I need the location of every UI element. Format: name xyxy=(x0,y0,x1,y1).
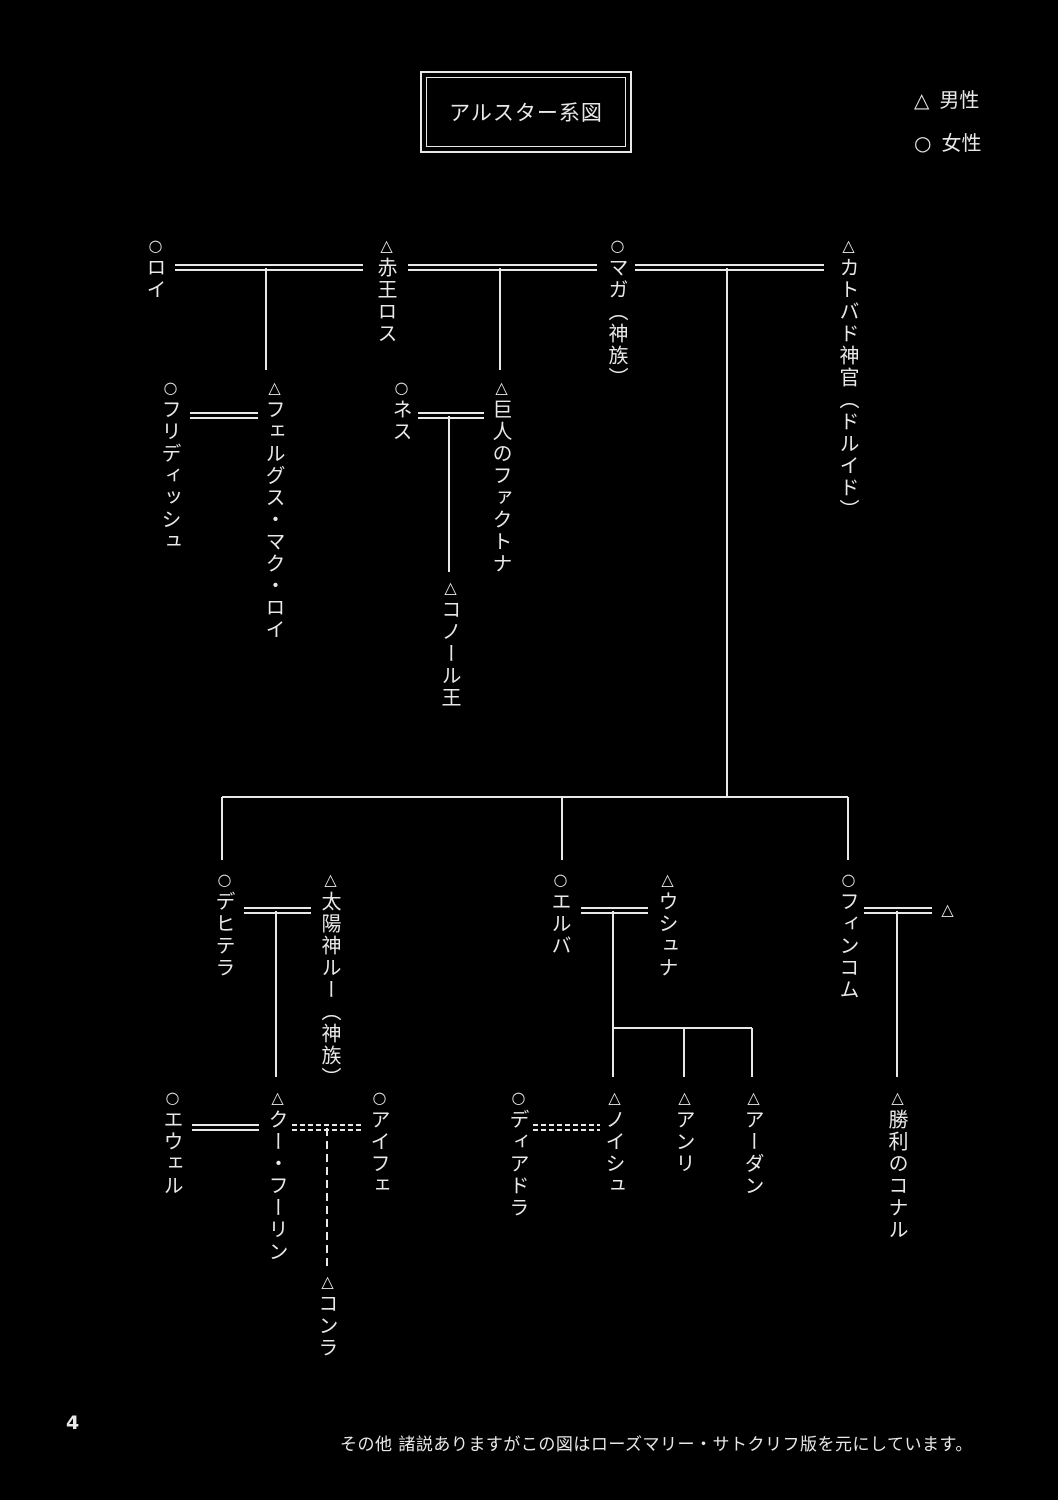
person-node: ○ロイ xyxy=(143,236,167,301)
person-name: ネス xyxy=(389,399,413,443)
gender-symbol-icon: △ xyxy=(675,1088,694,1109)
gender-symbol-icon: △ xyxy=(938,900,957,921)
gender-symbol-icon: △ xyxy=(441,578,460,599)
gender-symbol-icon: △ xyxy=(888,1088,907,1109)
legend-female-label: 女性 xyxy=(941,131,982,155)
person-node: ○フィンコム xyxy=(836,870,860,1001)
person-name: エウェル xyxy=(160,1109,184,1197)
person-name: アイフェ xyxy=(367,1109,391,1197)
person-node: △コンラ xyxy=(315,1272,339,1359)
person-name: エルバ xyxy=(548,891,572,957)
gender-symbol-icon: △ xyxy=(744,1088,763,1109)
person-name: 赤王ロス xyxy=(374,257,398,345)
person-node: ○フリディッシュ xyxy=(158,378,182,553)
triangle-icon: △ xyxy=(914,88,930,112)
person-node: △アーダン xyxy=(741,1088,765,1197)
person-name: フリディッシュ xyxy=(158,399,182,553)
person-name: カトバド神官（ドルイド） xyxy=(836,257,860,521)
person-node: ○アイフェ xyxy=(367,1088,391,1197)
person-node: ○デヒテラ xyxy=(212,870,236,979)
gender-symbol-icon: △ xyxy=(377,236,396,257)
gender-symbol-icon: ○ xyxy=(509,1088,528,1109)
gender-symbol-icon: ○ xyxy=(146,236,165,257)
gender-symbol-icon: ○ xyxy=(608,236,627,257)
person-node: △巨人のファクトナ xyxy=(489,378,513,575)
person-node: △フェルグス・マク・ロイ xyxy=(262,378,286,641)
person-name: ノイシュ xyxy=(602,1109,626,1197)
person-node: △コノール王 xyxy=(438,578,462,709)
person-name: マガ（神族） xyxy=(605,257,629,389)
gender-symbol-icon: △ xyxy=(839,236,858,257)
gender-symbol-icon: ○ xyxy=(215,870,234,891)
title-frame: アルスター系図 xyxy=(420,71,632,153)
legend-male: △ 男性 xyxy=(914,84,979,113)
gender-symbol-icon: ○ xyxy=(161,378,180,399)
person-node: △アンリ xyxy=(672,1088,696,1175)
gender-symbol-icon: △ xyxy=(265,378,284,399)
gender-symbol-icon: ○ xyxy=(392,378,411,399)
person-name: コノール王 xyxy=(438,599,462,709)
person-node: △カトバド神官（ドルイド） xyxy=(836,236,860,521)
person-name: ロイ xyxy=(143,257,167,301)
footer-note: その他 諸説ありますがこの図はローズマリー・サトクリフ版を元にしています。 xyxy=(340,1435,973,1455)
person-node: ○エルバ xyxy=(548,870,572,957)
person-name: ウシュナ xyxy=(655,891,679,979)
gender-symbol-icon: △ xyxy=(268,1088,287,1109)
page-number: 4 xyxy=(66,1412,80,1434)
diagram-title: アルスター系図 xyxy=(426,77,626,147)
person-node: △太陽神ルー（神族） xyxy=(318,870,342,1089)
gender-symbol-icon: ○ xyxy=(839,870,858,891)
person-node: △クー・フーリン xyxy=(265,1088,289,1263)
person-node: △ウシュナ xyxy=(655,870,679,979)
legend-female: ○ 女性 xyxy=(914,127,981,156)
person-name: アーダン xyxy=(741,1109,765,1197)
person-node: ○ディアドラ xyxy=(506,1088,530,1219)
gender-symbol-icon: △ xyxy=(492,378,511,399)
person-name: クー・フーリン xyxy=(265,1109,289,1263)
person-node: ○マガ（神族） xyxy=(605,236,629,389)
gender-symbol-icon: △ xyxy=(318,1272,337,1293)
person-node: ○ネス xyxy=(389,378,413,443)
gender-symbol-icon: ○ xyxy=(370,1088,389,1109)
person-node: △勝利のコナル xyxy=(885,1088,909,1241)
person-name: アンリ xyxy=(672,1109,696,1175)
person-node: △ノイシュ xyxy=(602,1088,626,1197)
person-name: コンラ xyxy=(315,1293,339,1359)
gender-symbol-icon: △ xyxy=(321,870,340,891)
gender-symbol-icon: ○ xyxy=(551,870,570,891)
person-node: △ xyxy=(936,900,958,921)
person-name: 太陽神ルー（神族） xyxy=(318,891,342,1089)
person-name: 巨人のファクトナ xyxy=(489,399,513,575)
legend-male-label: 男性 xyxy=(939,88,980,112)
person-name: ディアドラ xyxy=(506,1109,530,1219)
gender-symbol-icon: ○ xyxy=(163,1088,182,1109)
person-name: デヒテラ xyxy=(212,891,236,979)
person-name: 勝利のコナル xyxy=(885,1109,909,1241)
person-node: △赤王ロス xyxy=(374,236,398,345)
person-name: フェルグス・マク・ロイ xyxy=(262,399,286,641)
person-node: ○エウェル xyxy=(160,1088,184,1197)
gender-symbol-icon: △ xyxy=(605,1088,624,1109)
person-name: フィンコム xyxy=(836,891,860,1001)
circle-icon: ○ xyxy=(914,131,932,155)
gender-symbol-icon: △ xyxy=(658,870,677,891)
